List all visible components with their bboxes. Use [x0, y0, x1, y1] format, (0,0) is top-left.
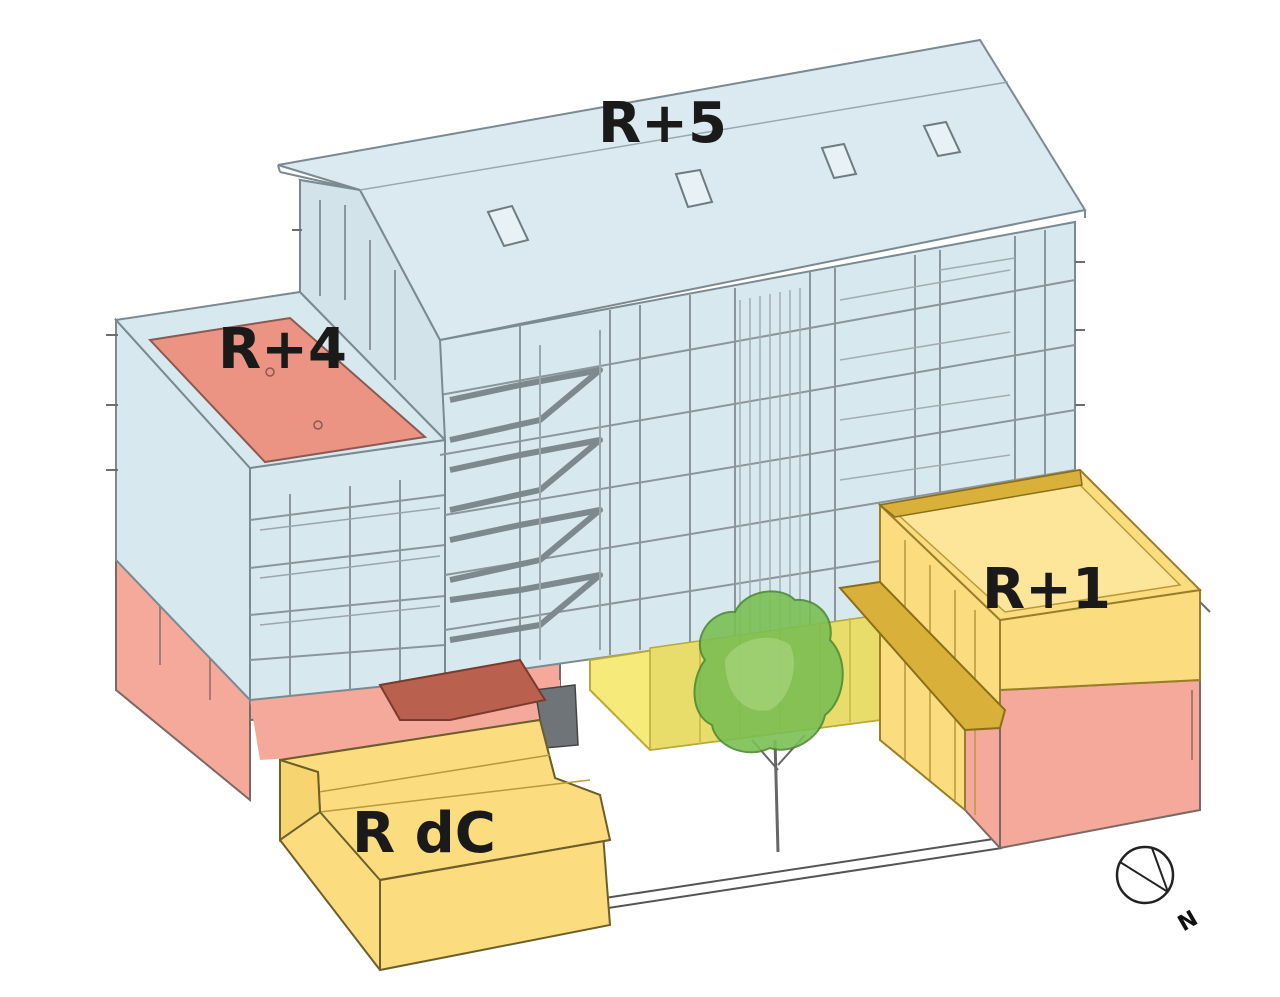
external-staircase — [449, 330, 603, 660]
courtyard-tree — [693, 590, 844, 853]
left-block-upper-floors — [106, 317, 446, 703]
north-arrow: N — [1115, 845, 1202, 937]
rdc-block — [279, 718, 612, 972]
r4-roof-terrace — [114, 290, 448, 470]
label-r5: R+5 — [598, 91, 727, 156]
label-r1: R+1 — [982, 557, 1111, 622]
north-label: N — [1174, 906, 1202, 937]
ground-stair — [378, 658, 579, 749]
right-block — [838, 468, 1211, 850]
r5-roof — [277, 38, 1087, 342]
label-rdc: R dC — [352, 801, 496, 866]
label-r4: R+4 — [218, 317, 347, 382]
